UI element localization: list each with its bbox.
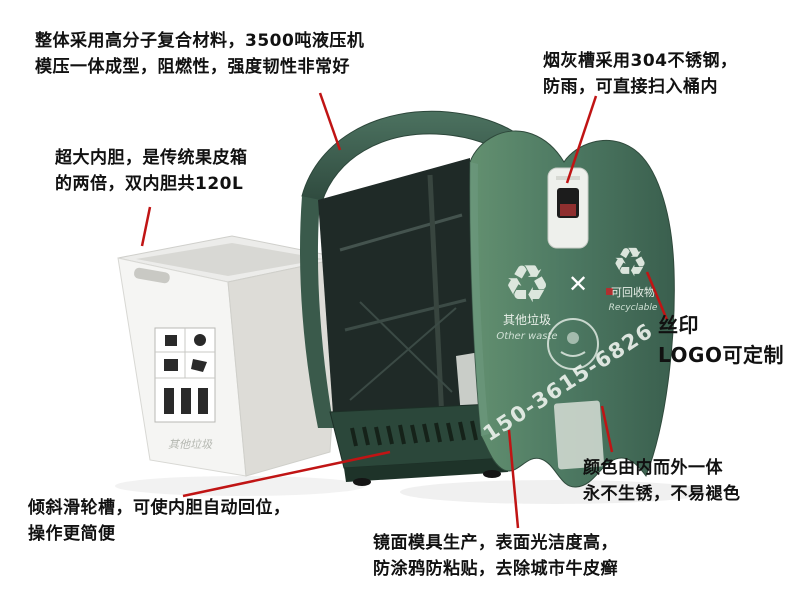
waste-pictogram-icon [194, 334, 206, 346]
annotation-logo: 丝印 LOGO可定制 [658, 313, 784, 367]
interior-brace [359, 301, 453, 393]
leader-line-color [600, 405, 614, 453]
other-waste-label: 其他垃圾 [503, 312, 551, 327]
waste-pictogram-icon [164, 359, 178, 371]
leader-line-pulley [182, 450, 391, 498]
annotation-ashtray: 烟灰槽采用304不锈钢， 防雨，可直接扫入桶内 [543, 51, 738, 98]
interior-crossbar [344, 298, 467, 332]
slide-base [329, 403, 508, 486]
slide-tray-lip [344, 458, 508, 482]
bin-outer-shell [469, 130, 675, 488]
annotation-color: 颜色由内而外一体 永不生锈，不易褪色 [583, 458, 741, 505]
annotation-liner: 超大内胆，是传统果皮箱 的两倍，双内胆共120L [55, 148, 248, 195]
battery-pictogram-icon [181, 388, 191, 414]
ashtray-unit [547, 167, 589, 249]
recycle-icon-right: ♻ [612, 240, 648, 286]
liner-handle-slot [134, 267, 170, 284]
bin-shadow [400, 480, 710, 504]
recyclable-label: 可回收物 [611, 285, 655, 299]
mascot-badge [547, 318, 599, 370]
ashtray-inner [560, 204, 576, 216]
liner-sticker [154, 327, 216, 423]
annotation-surface: 镜面模具生产，表面光洁度高， 防涂鸦防粘贴，去除城市牛皮癣 [373, 533, 618, 580]
leader-line-logo [645, 271, 669, 321]
liner-opening [136, 243, 324, 276]
shell-bottom-panel [553, 400, 605, 470]
annotation-pulley: 倾斜滑轮槽，可使内胆自动回位， 操作更简便 [28, 498, 291, 545]
shell-edge-highlight [469, 162, 489, 436]
leader-line-surface [507, 429, 520, 529]
battery-pictogram-icon [164, 388, 174, 414]
other-waste-label-en: Other waste [496, 331, 557, 342]
interior-cavity [318, 158, 478, 428]
leader-line-material [318, 92, 342, 151]
battery-pictogram-icon [198, 388, 208, 414]
waste-pictogram-icon [191, 359, 207, 372]
bin-interior [318, 158, 484, 428]
waste-pictogram-icon [165, 335, 177, 346]
red-seal [606, 288, 613, 295]
caster-wheel [483, 470, 501, 478]
recyclable-panel: ♻ 可回收物 Recyclable [606, 240, 658, 313]
liner-shadow [115, 476, 365, 496]
leader-lines [140, 92, 669, 529]
slide-channel-grooves [350, 420, 478, 447]
recyclable-label-en: Recyclable [609, 303, 658, 313]
leader-line-ashtray [565, 95, 598, 184]
liner-waste-label: 其他垃圾 [168, 438, 213, 451]
recycle-icon-left: ♻ [504, 255, 551, 315]
interior-crossbar [339, 213, 463, 252]
other-waste-panel: ♻ 其他垃圾 Other waste [496, 255, 557, 342]
caster-wheel [353, 478, 371, 486]
interior-brace [349, 307, 457, 401]
no-flame-x-icon: ✕ [568, 270, 588, 298]
annotation-material: 整体采用高分子复合材料，3500吨液压机 模压一体成型，阻燃性，强度韧性非常好 [35, 31, 365, 78]
leader-line-liner [140, 206, 152, 247]
bin-left-shell-edge [299, 196, 334, 428]
